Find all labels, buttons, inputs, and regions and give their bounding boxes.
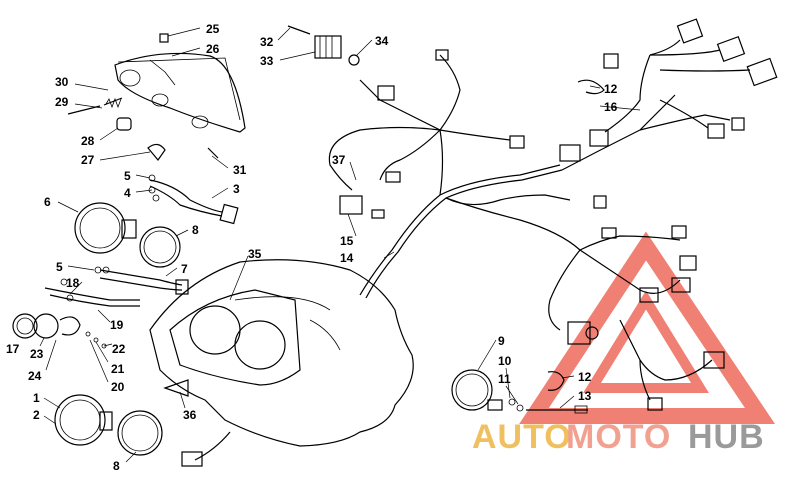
- watermark-text: AUTO MOTO HUB: [472, 418, 765, 456]
- callout-22: 22: [112, 342, 126, 356]
- callout-5-mid: 5: [56, 260, 63, 274]
- callout-29: 29: [55, 95, 69, 109]
- callout-15: 15: [340, 234, 354, 248]
- pigtail-7: [60, 266, 189, 295]
- regulator-33: [287, 25, 360, 66]
- headlight-assembly: [114, 33, 246, 133]
- callout-31: 31: [233, 163, 247, 177]
- callout-14: 14: [340, 251, 354, 265]
- callout-36: 36: [183, 408, 197, 422]
- pigtail-3: [148, 174, 239, 225]
- gauge-17: [12, 313, 38, 339]
- callout-25: 25: [206, 22, 220, 36]
- gauge-ring-8-top: [139, 226, 181, 268]
- gauge-ring-8-bottom: [117, 410, 163, 456]
- callout-34: 34: [375, 34, 389, 48]
- callout-19: 19: [110, 318, 124, 332]
- dash-panel: [149, 259, 414, 447]
- adjuster-screw: [67, 97, 123, 115]
- callout-32: 32: [260, 35, 274, 49]
- callout-30: 30: [55, 75, 69, 89]
- callout-37: 37: [332, 153, 346, 167]
- callout-13: 13: [578, 389, 592, 403]
- callouts: 25 26 30 29 28 27 31 5 4 3 6 8 5 7 18 19…: [6, 22, 641, 473]
- gauge-23: [33, 313, 107, 349]
- gauge-1: [54, 394, 113, 446]
- bulb-socket: [116, 117, 219, 161]
- watermark-auto: AUTO: [472, 418, 572, 456]
- callout-12-bottom: 12: [578, 370, 592, 384]
- callout-35: 35: [248, 247, 262, 261]
- callout-1: 1: [33, 391, 40, 405]
- callout-10: 10: [498, 354, 512, 368]
- callout-17: 17: [6, 342, 20, 356]
- callout-2: 2: [33, 408, 40, 422]
- callout-20: 20: [111, 380, 125, 394]
- pigtail-18: [44, 287, 140, 307]
- callout-18: 18: [66, 276, 80, 290]
- callout-26: 26: [206, 42, 220, 56]
- watermark-moto: MOTO: [566, 418, 671, 456]
- callout-27: 27: [81, 153, 95, 167]
- callout-12-top: 12: [604, 82, 618, 96]
- callout-16: 16: [604, 100, 618, 114]
- callout-6: 6: [44, 195, 51, 209]
- callout-8-bottom: 8: [113, 459, 120, 473]
- callout-21: 21: [111, 362, 125, 376]
- watermark-hub: HUB: [688, 418, 765, 456]
- harness-connectors: [339, 18, 778, 411]
- callout-23: 23: [30, 347, 44, 361]
- gauge-6: [74, 202, 137, 254]
- callout-4: 4: [124, 186, 131, 200]
- callout-24: 24: [28, 369, 42, 383]
- callout-9: 9: [498, 334, 505, 348]
- callout-28: 28: [81, 134, 95, 148]
- dash-connector: [181, 431, 231, 467]
- gauge-9: [451, 369, 588, 414]
- callout-3: 3: [233, 182, 240, 196]
- callout-5-top: 5: [124, 169, 131, 183]
- callout-11: 11: [498, 372, 511, 386]
- callout-7: 7: [181, 262, 188, 276]
- callout-33: 33: [260, 54, 274, 68]
- main-harness-14: [328, 54, 731, 401]
- callout-8-top: 8: [192, 223, 199, 237]
